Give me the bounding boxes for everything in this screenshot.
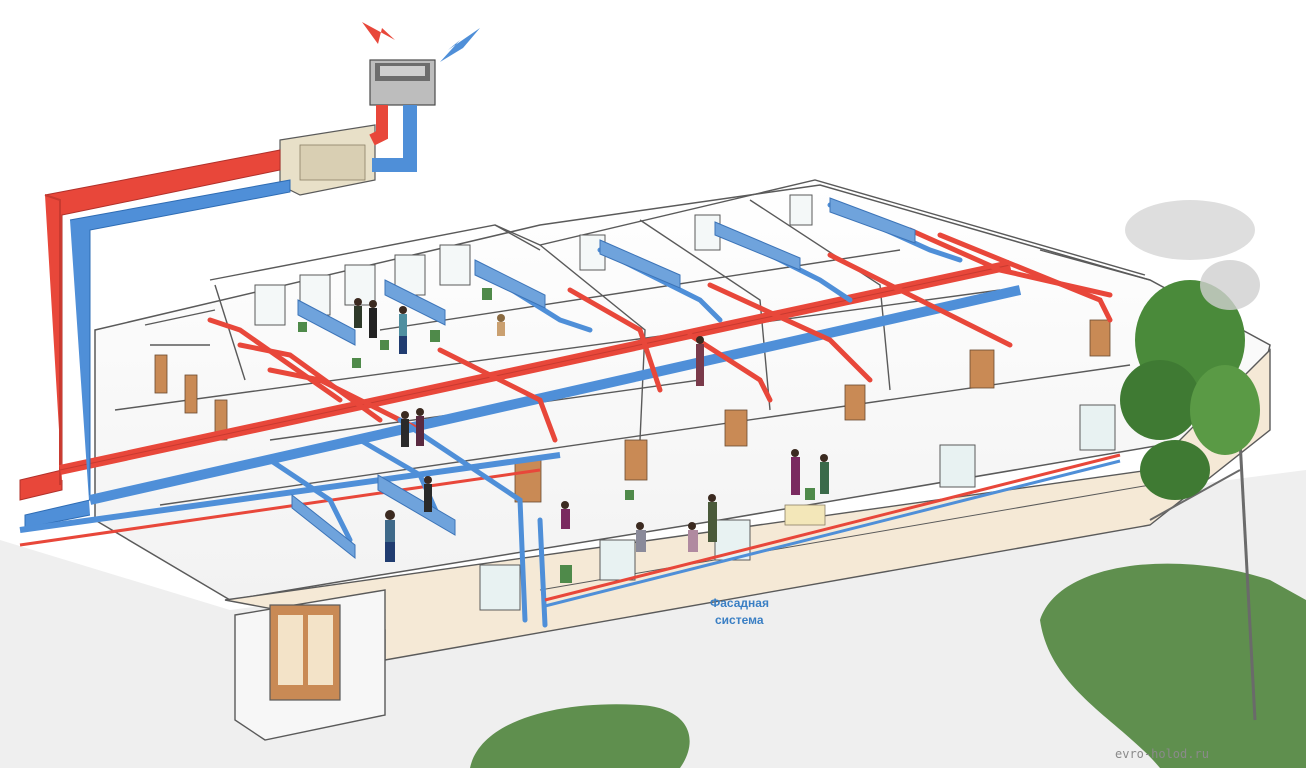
person — [369, 300, 377, 338]
watermark: evro-holod.ru — [1115, 747, 1209, 761]
person — [385, 510, 395, 562]
person — [696, 336, 704, 386]
people — [354, 298, 829, 562]
person — [791, 449, 800, 495]
facade-label-line2: система — [715, 613, 764, 627]
furniture — [298, 288, 826, 583]
person — [399, 306, 407, 354]
person — [497, 314, 505, 336]
tree — [1120, 200, 1260, 721]
ceiling-diffusers — [291, 197, 916, 560]
lawn — [470, 563, 1306, 768]
interior-walls — [114, 179, 1151, 506]
person — [561, 501, 570, 529]
person — [416, 408, 424, 446]
return-duct-main — [19, 105, 1022, 547]
person — [688, 522, 698, 552]
facade-system-label: Фасадная система — [710, 596, 769, 627]
rooftop-air-handler — [362, 22, 480, 106]
person — [820, 454, 829, 494]
person — [354, 298, 362, 328]
facade-label-line1: Фасадная — [710, 596, 769, 610]
air-handling-unit — [279, 124, 376, 196]
supply-branches — [207, 227, 1113, 443]
entrance — [234, 589, 386, 741]
person — [636, 522, 646, 552]
facade-system-pipes — [544, 453, 1121, 608]
person — [401, 411, 409, 447]
person — [424, 476, 432, 512]
person — [708, 494, 717, 542]
